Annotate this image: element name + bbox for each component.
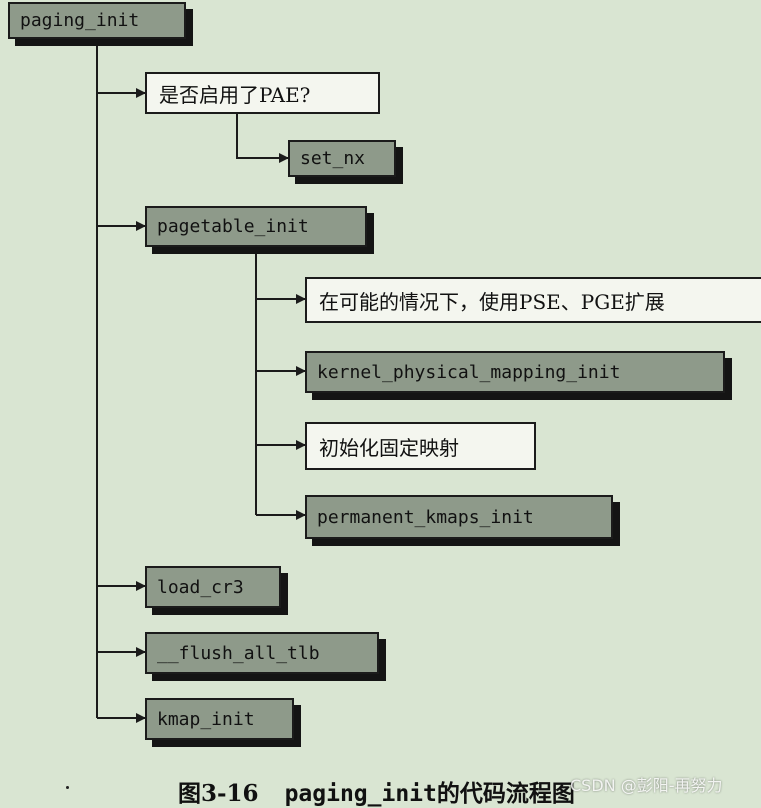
node-label: paging_init	[20, 10, 140, 31]
node-pagetable-init: pagetable_init	[145, 206, 367, 247]
node-label: 初始化固定映射	[319, 435, 459, 460]
node-label: pagetable_init	[157, 216, 309, 237]
node-kmap-init: kmap_init	[145, 698, 294, 740]
node-kernel-physical-mapping-init: kernel_physical_mapping_init	[305, 351, 725, 393]
node-pae-check: 是否启用了PAE?	[145, 72, 380, 114]
caption-suffix: 的代码流程图	[436, 780, 575, 807]
node-label: 是否启用了PAE?	[159, 82, 311, 107]
node-label: kernel_physical_mapping_init	[317, 361, 621, 383]
node-flush-all-tlb: __flush_all_tlb	[145, 632, 379, 674]
node-label: kmap_init	[157, 708, 255, 730]
node-load-cr3: load_cr3	[145, 566, 281, 608]
node-pse-pge: 在可能的情况下，使用PSE、PGE扩展	[305, 277, 761, 323]
watermark: CSDN @彭阳-再努力	[570, 776, 723, 795]
node-label: load_cr3	[157, 576, 244, 598]
node-paging-init: paging_init	[8, 2, 186, 39]
node-label: 在可能的情况下，使用PSE、PGE扩展	[319, 289, 665, 314]
node-label: permanent_kmaps_init	[317, 506, 534, 528]
node-set-nx: set_nx	[288, 140, 396, 177]
node-label: __flush_all_tlb	[157, 642, 320, 664]
node-fixed-mapping: 初始化固定映射	[305, 422, 536, 470]
node-permanent-kmaps-init: permanent_kmaps_init	[305, 495, 613, 539]
stray-dot	[66, 786, 69, 789]
caption-code-name: paging_init	[284, 781, 437, 807]
caption-number: 图3-16	[178, 780, 259, 807]
node-label: set_nx	[300, 148, 366, 169]
arrow-to-set-nx	[236, 114, 289, 163]
figure-caption: 图3-16 paging_init的代码流程图	[178, 774, 575, 808]
